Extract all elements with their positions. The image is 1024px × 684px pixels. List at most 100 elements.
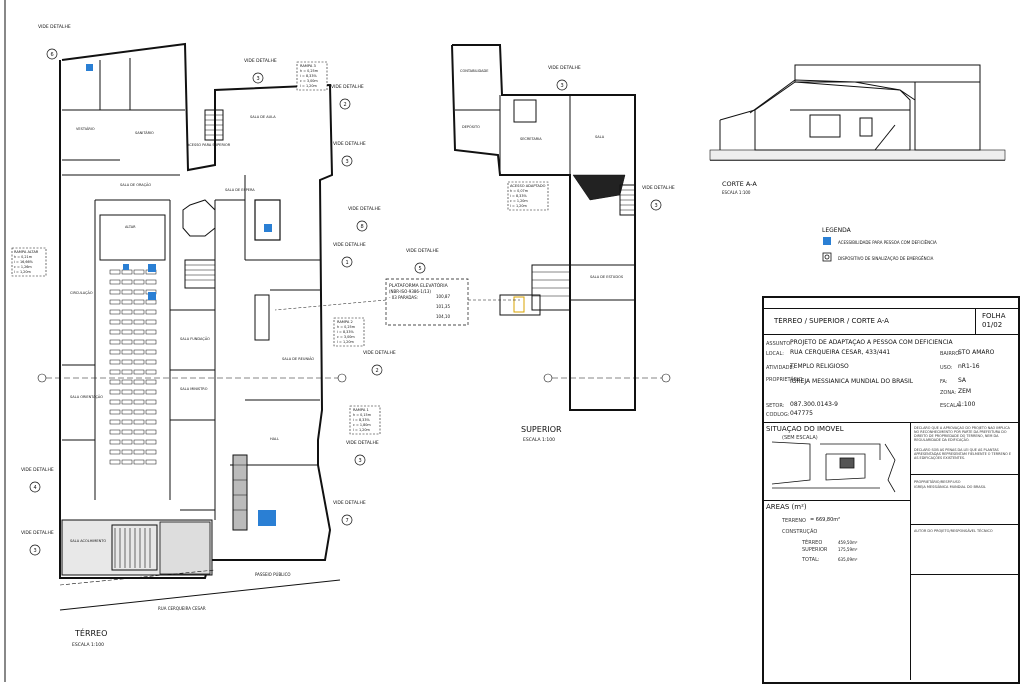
author-signature: AUTOR DO PROJETO/RESPONSÁVEL TÉCNICO <box>914 529 993 533</box>
detail-markers: VIDE DETALHE 6 VIDE DETALHE 3 VIDE DETAL… <box>21 24 675 556</box>
vide-marker: VIDE DETALHE 3 <box>333 141 366 167</box>
svg-text:5: 5 <box>419 266 422 272</box>
vide-marker: VIDE DETALHE 6 <box>38 24 71 60</box>
terreo-title: TÉRREO <box>74 627 107 638</box>
svg-text:4: 4 <box>34 485 37 491</box>
svg-text:VIDE DETALHE: VIDE DETALHE <box>346 440 379 446</box>
svg-text:3: 3 <box>561 83 564 89</box>
vide-marker: VIDE DETALHE 2 <box>363 350 396 376</box>
accessibility-marker <box>148 264 156 272</box>
superior-title: SUPERIOR <box>521 425 562 434</box>
svg-text:2: 2 <box>344 102 347 108</box>
svg-text:VIDE DETALHE: VIDE DETALHE <box>333 500 366 506</box>
svg-text:ALTAR: ALTAR <box>125 225 136 229</box>
assunto: PROJETO DE ADAPTAÇÃO A PESSOA COM DEFICI… <box>790 339 953 346</box>
svg-text:SECRETARIA: SECRETARIA <box>520 137 542 141</box>
terreo-plan <box>59 42 341 611</box>
section-axis <box>37 373 671 383</box>
folha-label: FOLHA <box>982 312 1006 320</box>
svg-text:2: 2 <box>376 368 379 374</box>
accessibility-marker <box>123 264 129 270</box>
codlog: 047775 <box>790 410 813 417</box>
svg-text:8: 8 <box>361 224 364 230</box>
svg-text:VIDE DETALHE: VIDE DETALHE <box>331 84 364 90</box>
svg-text:ACESSO ADAPTADO: ACESSO ADAPTADO <box>510 184 546 188</box>
svg-text:RAMPA 1: RAMPA 1 <box>353 408 369 412</box>
declaration-1: DECLARO QUE A APROVAÇÃO DO PROJETO NÃO I… <box>914 426 1010 442</box>
svg-text:SALA ACOLHIMENTO: SALA ACOLHIMENTO <box>70 539 106 543</box>
svg-text:i = 8,33%: i = 8,33% <box>510 194 527 198</box>
svg-text:3: 3 <box>34 548 37 554</box>
svg-text:SALA: SALA <box>595 135 605 139</box>
platform-norm: (NBR-ISO-9386-1/13) <box>389 289 431 294</box>
svg-text:h = 0,07m: h = 0,07m <box>510 189 529 193</box>
local: RUA CERQUEIRA CESAR, 433/441 <box>790 349 891 356</box>
accessibility-marker <box>258 510 276 526</box>
svg-text:RAMPA ALTAR: RAMPA ALTAR <box>14 250 39 254</box>
escala: 1:100 <box>958 401 976 408</box>
svg-text:l = 1,20m: l = 1,20m <box>337 340 354 344</box>
svg-text:VESTIÁRIO: VESTIÁRIO <box>76 126 95 131</box>
svg-text:SALA ORIENTAÇÃO: SALA ORIENTAÇÃO <box>70 394 103 399</box>
vide-marker: VIDE DETALHE 4 <box>21 467 54 493</box>
legend-item-accessibility: ACESSIBILIDADE PARA PESSOA COM DEFICIÊNC… <box>838 240 937 245</box>
svg-text:VIDE DETALHE: VIDE DETALHE <box>348 206 381 212</box>
areas-title: ÁREAS (m²) <box>766 503 807 511</box>
vide-marker: VIDE DETALHE 5 <box>406 248 439 274</box>
svg-text:i = 8,33%: i = 8,33% <box>300 74 317 78</box>
svg-text:l = 1,20m: l = 1,20m <box>510 204 527 208</box>
svg-text:c = 1,80m: c = 1,80m <box>353 423 371 427</box>
platform-callout <box>385 278 469 326</box>
svg-text:3: 3 <box>359 458 362 464</box>
platform-level: 104,10 <box>436 314 450 319</box>
svg-text:SALA DE ESTUDOS: SALA DE ESTUDOS <box>590 275 624 279</box>
svg-text:VIDE DETALHE: VIDE DETALHE <box>38 24 71 30</box>
situation-map <box>771 441 896 493</box>
svg-text:h = 0,25m: h = 0,25m <box>337 325 356 329</box>
superior-plan <box>451 44 636 411</box>
svg-text:RAMPA 2: RAMPA 2 <box>337 320 353 324</box>
platform-level: 101,35 <box>436 304 450 309</box>
svg-text:SALA MINISTRO: SALA MINISTRO <box>180 387 208 391</box>
bairro: STO AMARO <box>958 349 995 356</box>
svg-text:VIDE DETALHE: VIDE DETALHE <box>548 65 581 71</box>
svg-text:CONTABILIDADE: CONTABILIDADE <box>460 69 488 73</box>
svg-text:3: 3 <box>655 203 658 209</box>
fa: SA <box>958 377 967 384</box>
svg-text:VIDE DETALHE: VIDE DETALHE <box>333 141 366 147</box>
vide-marker: VIDE DETALHE 3 <box>244 58 277 84</box>
vide-marker: VIDE DETALHE 3 <box>21 530 54 556</box>
svg-text:CIRCULAÇÃO: CIRCULAÇÃO <box>70 290 93 295</box>
svg-text:ACESSO PARA SUPERIOR: ACESSO PARA SUPERIOR <box>187 143 231 147</box>
svg-text:6: 6 <box>51 52 54 58</box>
legend-title: LEGENDA <box>822 227 852 234</box>
vide-marker: VIDE DETALHE 8 <box>348 206 381 232</box>
accessibility-marker <box>264 224 272 232</box>
pews <box>109 269 157 465</box>
corte-title: CORTE A-A <box>722 180 757 188</box>
atividade: TEMPLO RELIGIOSO <box>790 363 849 370</box>
platform-title: PLATAFORMA ELEVATÓRIA <box>389 282 449 289</box>
vide-marker: VIDE DETALHE 7 <box>333 500 366 526</box>
owner-signature: PROPRIETÁRIO/RESP.P.USO <box>914 480 961 484</box>
svg-text:HALL: HALL <box>270 437 279 441</box>
svg-text:VIDE DETALHE: VIDE DETALHE <box>642 185 675 191</box>
svg-text:3: 3 <box>257 76 260 82</box>
svg-text:1: 1 <box>346 260 349 266</box>
terreo-scale: ESCALA 1:100 <box>72 642 104 648</box>
declaration-2: DECLARO SOB AS PENAS DA LEI QUE AS PLANT… <box>914 448 1012 460</box>
vide-marker: VIDE DETALHE 3 <box>642 185 675 211</box>
platform-level: 100,87 <box>436 294 450 299</box>
svg-text:SANITÁRIO: SANITÁRIO <box>135 130 154 135</box>
situacao-title: SITUAÇÃO DO IMÓVEL <box>766 425 844 433</box>
terreo-room-labels: SALA DE ORAÇÃO ALTAR CIRCULAÇÃO SALA ACO… <box>70 115 314 543</box>
svg-text:l = 1,20m: l = 1,20m <box>353 428 370 432</box>
svg-text:c = 1,20m: c = 1,20m <box>510 199 528 203</box>
emergency-signal-icon <box>824 254 830 260</box>
emergency-legend-frame <box>822 252 832 262</box>
legend-item-emergency: DISPOSITIVO DE SINALIZAÇÃO DE EMERGÊNCIA <box>838 256 934 261</box>
svg-text:h = 0,15m: h = 0,15m <box>353 413 372 417</box>
svg-text:SALA DE ORAÇÃO: SALA DE ORAÇÃO <box>120 182 151 187</box>
svg-text:7: 7 <box>346 518 349 524</box>
svg-text:c = 3,00m: c = 3,00m <box>337 335 355 339</box>
